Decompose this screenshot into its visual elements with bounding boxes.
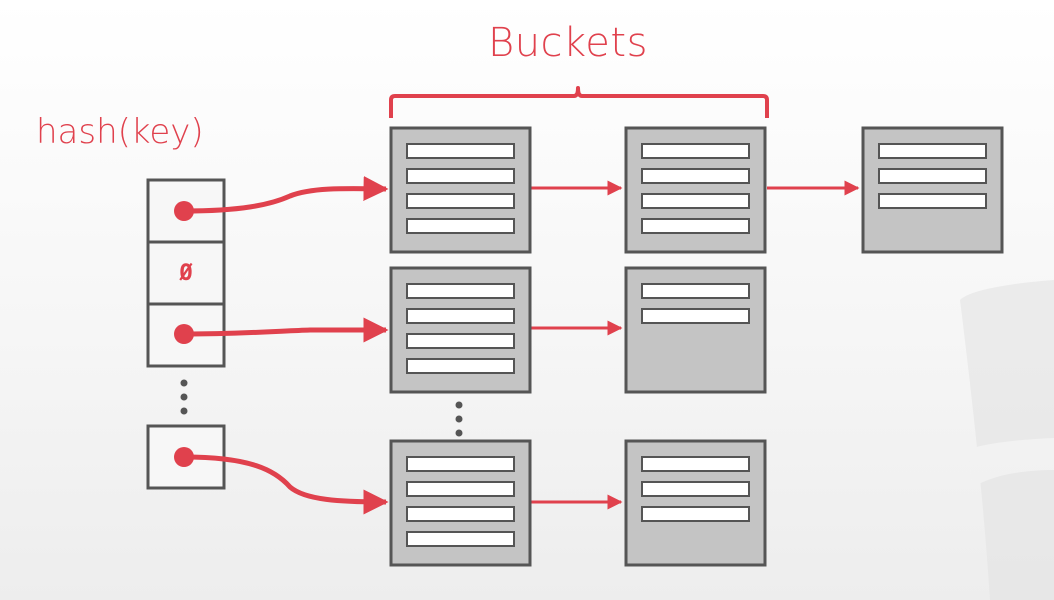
- buckets-title: Buckets: [488, 20, 648, 66]
- pointer-dot-2: [174, 324, 194, 344]
- bucket-slot: [406, 456, 515, 472]
- bucket-slot: [641, 308, 750, 324]
- bucket-slot: [641, 283, 750, 299]
- pointer-dot-0: [174, 201, 194, 221]
- buckets: [389, 126, 1004, 567]
- bucket-slot: [878, 193, 987, 209]
- hash-function-label: hash(key): [36, 112, 204, 152]
- bucket-slot: [641, 506, 750, 522]
- hash-slot-1: [146, 240, 226, 306]
- bucket-page: [389, 126, 532, 254]
- bucket-slot: [878, 168, 987, 184]
- pointer-dot-4: [174, 447, 194, 467]
- bucket-page: [389, 266, 532, 394]
- bucket-page: [624, 439, 767, 567]
- bucket-slot: [406, 168, 515, 184]
- bucket-slot: [406, 143, 515, 159]
- bucket-slot: [406, 283, 515, 299]
- buckets-bracket: [389, 86, 769, 118]
- pointer-arrow-0: [183, 176, 389, 214]
- bucket-page: [389, 439, 532, 567]
- bucket-slot: [641, 481, 750, 497]
- bucket-slot: [641, 218, 750, 234]
- database-cylinder-icon: [960, 280, 1054, 600]
- bucket-slot: [406, 308, 515, 324]
- bucket-slot: [406, 481, 515, 497]
- bucket-slot: [406, 358, 515, 374]
- bucket-slot: [878, 143, 987, 159]
- bucket-slot: [406, 333, 515, 349]
- bucket-page: [624, 266, 767, 394]
- bucket-slot: [406, 531, 515, 547]
- pointer-arrow-4: [183, 454, 389, 515]
- bucket-slot: [641, 456, 750, 472]
- bucket-page: [861, 126, 1004, 254]
- pointer-arrow-2: [183, 317, 389, 343]
- bucket-slot: [641, 168, 750, 184]
- bucket-slot: [406, 506, 515, 522]
- bucket-page: [624, 126, 767, 254]
- vertical-ellipsis-icon: [180, 379, 188, 415]
- bucket-slot: [406, 193, 515, 209]
- null-pointer-symbol: Ø: [179, 260, 193, 286]
- bucket-slot: [406, 218, 515, 234]
- bucket-slot: [641, 143, 750, 159]
- bucket-slot: [641, 193, 750, 209]
- vertical-ellipsis-icon: [455, 401, 463, 437]
